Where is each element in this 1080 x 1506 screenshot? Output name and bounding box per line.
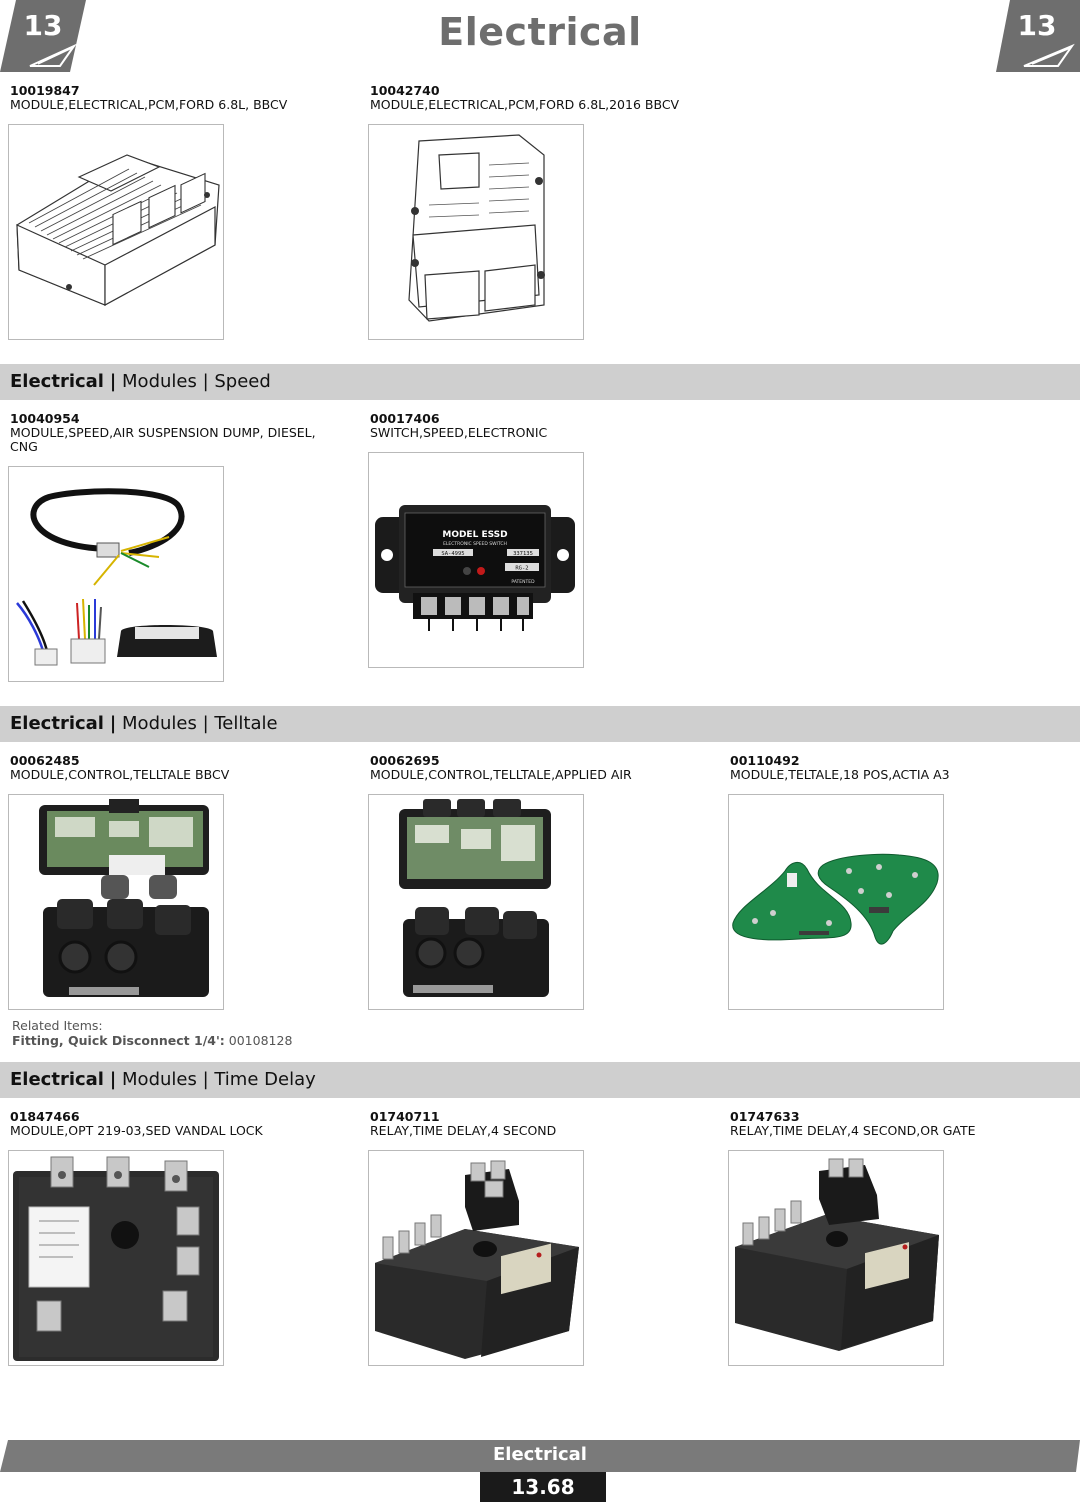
product-item[interactable]: 10040954 MODULE,SPEED,AIR SUSPENSION DUM…: [10, 412, 330, 454]
page-number: 13.68: [480, 1472, 606, 1502]
related-item-link[interactable]: Fitting, Quick Disconnect 1/4': 00108128: [12, 1033, 292, 1048]
part-description: MODULE,OPT 219-03,SED VANDAL LOCK: [10, 1123, 263, 1138]
vandal-lock-module-photo-icon: [13, 1156, 219, 1361]
product-image-time-delay-relay[interactable]: [368, 1150, 584, 1366]
part-number: 10040954: [10, 411, 80, 426]
product-item[interactable]: 10019847 MODULE,ELECTRICAL,PCM,FORD 6.8L…: [10, 84, 350, 112]
section-path: Modules | Speed: [122, 371, 271, 392]
page-title: Electrical: [438, 10, 642, 54]
related-items: Related Items: Fitting, Quick Disconnect…: [12, 1018, 292, 1048]
part-description: MODULE,ELECTRICAL,PCM,FORD 6.8L,2016 BBC…: [370, 97, 680, 112]
product-item[interactable]: 00017406 SWITCH,SPEED,ELECTRONIC: [370, 412, 710, 440]
essd-set-label: RG-2: [515, 566, 528, 572]
part-number: 00017406: [370, 411, 440, 426]
product-image-telltale-applied-air[interactable]: [368, 794, 584, 1010]
speed-module-harness-photo-icon: [16, 488, 217, 666]
section-band-speed: Electrical | Modules | Speed: [0, 364, 1080, 400]
part-description: MODULE,ELECTRICAL,PCM,FORD 6.8L, BBCV: [10, 97, 288, 112]
product-image-time-delay-relay-or-gate[interactable]: [728, 1150, 944, 1366]
chapter-number-right: 13: [1017, 9, 1057, 42]
part-number: 01747633: [730, 1109, 800, 1124]
section-band-telltale: Electrical | Modules | Telltale: [0, 706, 1080, 742]
section-separator: |: [109, 1069, 117, 1090]
part-number: 10019847: [10, 83, 80, 98]
section-category: Electrical: [10, 713, 104, 734]
section-path: Modules | Telltale: [122, 713, 278, 734]
product-item[interactable]: 01747633 RELAY,TIME DELAY,4 SECOND,OR GA…: [730, 1110, 1070, 1138]
telltale-actia-pcb-photo-icon: [732, 853, 939, 945]
part-description: MODULE,TELTALE,18 POS,ACTIA A3: [730, 767, 950, 782]
part-description: MODULE,CONTROL,TELLTALE,APPLIED AIR: [370, 767, 632, 782]
footer-title: Electrical: [493, 1444, 587, 1465]
product-item[interactable]: 10042740 MODULE,ELECTRICAL,PCM,FORD 6.8L…: [370, 84, 710, 112]
section-category: Electrical: [10, 371, 104, 392]
product-image-speed-module-harness[interactable]: [8, 466, 224, 682]
footer-bar-shape-icon: [0, 1440, 1080, 1472]
part-description: MODULE,SPEED,AIR SUSPENSION DUMP, DIESEL…: [10, 425, 316, 454]
telltale-module-photo-icon: [39, 799, 209, 997]
product-image-telltale-actia[interactable]: [728, 794, 944, 1010]
pcm-module-2016-drawing-icon: [408, 134, 545, 322]
product-image-vandal-lock-module[interactable]: [8, 1150, 224, 1366]
related-item-name: Fitting, Quick Disconnect 1/4':: [12, 1033, 225, 1048]
essd-sn-label: 337135: [513, 551, 533, 557]
section-separator: |: [109, 713, 117, 734]
section-path: Modules | Time Delay: [122, 1069, 316, 1090]
chapter-tab-left: 13: [0, 0, 86, 72]
essd-pn-label: SA-4995: [441, 551, 464, 557]
part-description: MODULE,CONTROL,TELLTALE BBCV: [10, 767, 230, 782]
part-number: 00062695: [370, 753, 440, 768]
footer-bar: [0, 1440, 1080, 1472]
time-delay-relay-or-gate-photo-icon: [735, 1158, 939, 1351]
related-items-heading: Related Items:: [12, 1018, 103, 1033]
part-number: 00062485: [10, 753, 80, 768]
product-item[interactable]: 00062485 MODULE,CONTROL,TELLTALE BBCV: [10, 754, 350, 782]
essd-patent-label: PATENTED: [511, 579, 535, 585]
part-number: 01847466: [10, 1109, 80, 1124]
section-separator: |: [109, 371, 117, 392]
chapter-tab-shape-icon: [0, 0, 86, 72]
time-delay-relay-photo-icon: [375, 1160, 579, 1359]
chapter-tab-shape-icon: [996, 0, 1080, 72]
chapter-number-left: 13: [23, 9, 63, 42]
product-item[interactable]: 00110492 MODULE,TELTALE,18 POS,ACTIA A3: [730, 754, 1070, 782]
product-image-pcm-module-2016[interactable]: [368, 124, 584, 340]
product-item[interactable]: 00062695 MODULE,CONTROL,TELLTALE,APPLIED…: [370, 754, 710, 782]
part-description: RELAY,TIME DELAY,4 SECOND: [370, 1123, 557, 1138]
product-image-pcm-module[interactable]: [8, 124, 224, 340]
telltale-applied-air-photo-icon: [399, 799, 551, 997]
chapter-tab-right: 13: [994, 0, 1080, 72]
part-number: 00110492: [730, 753, 800, 768]
section-band-time-delay: Electrical | Modules | Time Delay: [0, 1062, 1080, 1098]
part-description: SWITCH,SPEED,ELECTRONIC: [370, 425, 548, 440]
part-number: 01740711: [370, 1109, 440, 1124]
speed-switch-photo-icon: MODEL ESSD ELECTRONIC SPEED SWITCH SA-49…: [375, 505, 575, 631]
pcm-module-drawing-icon: [16, 154, 220, 307]
related-item-number: 00108128: [228, 1033, 293, 1048]
section-category: Electrical: [10, 1069, 104, 1090]
essd-subtitle-label: ELECTRONIC SPEED SWITCH: [443, 541, 507, 547]
part-description: RELAY,TIME DELAY,4 SECOND,OR GATE: [730, 1123, 976, 1138]
part-number: 10042740: [370, 83, 440, 98]
product-image-telltale-bbcv[interactable]: [8, 794, 224, 1010]
product-item[interactable]: 01740711 RELAY,TIME DELAY,4 SECOND: [370, 1110, 710, 1138]
product-item[interactable]: 01847466 MODULE,OPT 219-03,SED VANDAL LO…: [10, 1110, 350, 1138]
essd-model-label: MODEL ESSD: [442, 530, 507, 540]
product-image-speed-switch[interactable]: MODEL ESSD ELECTRONIC SPEED SWITCH SA-49…: [368, 452, 584, 668]
